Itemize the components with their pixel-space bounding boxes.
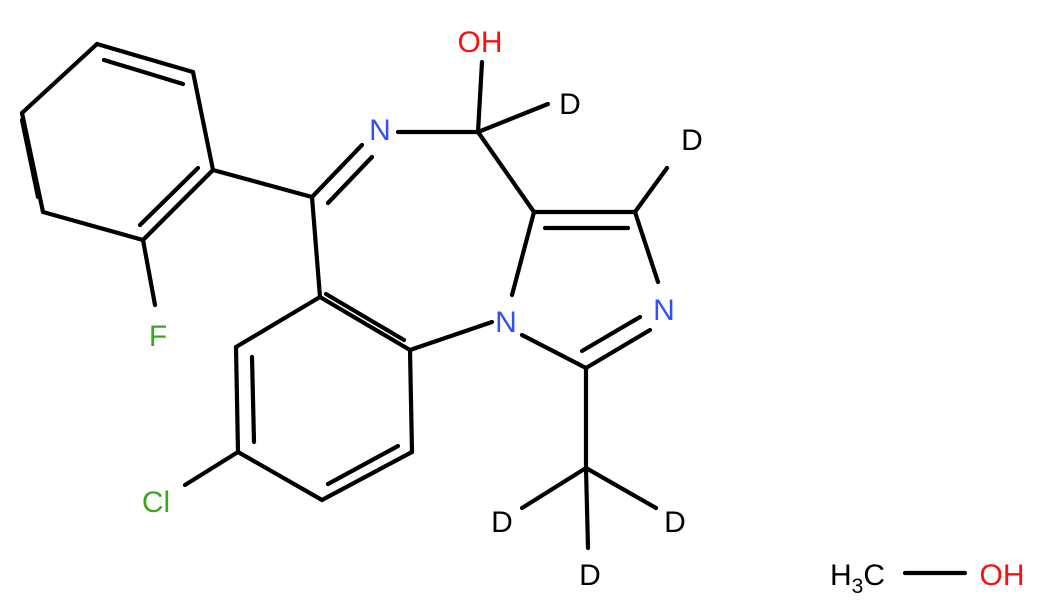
bond <box>19 41 100 116</box>
imidazole-nitrogen-label: N <box>653 294 675 327</box>
bond <box>190 69 216 173</box>
bond <box>583 465 659 511</box>
bond <box>233 294 323 350</box>
fluorine-label: F <box>149 320 167 353</box>
bond <box>325 154 375 206</box>
bond <box>233 344 241 455</box>
bond <box>475 101 551 135</box>
bond <box>519 465 589 511</box>
atom-labels: OH D N D N N F Cl D D D <box>142 26 703 592</box>
bond <box>235 449 325 503</box>
chlorine-label: Cl <box>142 486 170 519</box>
bond <box>407 319 495 353</box>
bridge-nitrogen-label: N <box>495 306 517 339</box>
methyl-label: H3C <box>830 559 885 598</box>
bond <box>40 209 146 243</box>
bond <box>182 449 241 488</box>
bond <box>407 347 415 455</box>
bond <box>137 165 201 228</box>
imine-nitrogen-label: N <box>369 114 391 147</box>
bond <box>249 354 257 445</box>
bond <box>583 465 591 551</box>
bonds <box>19 41 968 576</box>
bond <box>519 332 589 371</box>
deuterium-label: D <box>559 88 581 121</box>
deuterium-label: D <box>681 124 703 157</box>
methanol-hydroxyl-label: OH <box>980 559 1025 592</box>
methanol: H3C OH <box>830 559 1025 598</box>
bond <box>319 449 415 503</box>
bond <box>94 41 196 75</box>
bond <box>309 194 323 300</box>
bond <box>632 209 661 285</box>
bond <box>475 129 537 215</box>
bond <box>101 57 186 87</box>
hydroxyl-label: OH <box>458 26 503 59</box>
bond <box>19 117 41 200</box>
bond <box>475 59 485 135</box>
bond <box>325 443 401 487</box>
bond <box>309 142 365 200</box>
bond <box>509 209 537 298</box>
bond <box>579 314 643 354</box>
bond <box>140 167 216 243</box>
bond <box>632 165 670 215</box>
bond <box>317 294 413 353</box>
bond <box>583 327 653 371</box>
bond <box>140 237 158 308</box>
deuterium-label: D <box>579 559 601 592</box>
bond <box>210 167 315 200</box>
deuterium-label: D <box>491 506 513 539</box>
deuterium-label: D <box>664 506 686 539</box>
bond <box>323 291 407 343</box>
